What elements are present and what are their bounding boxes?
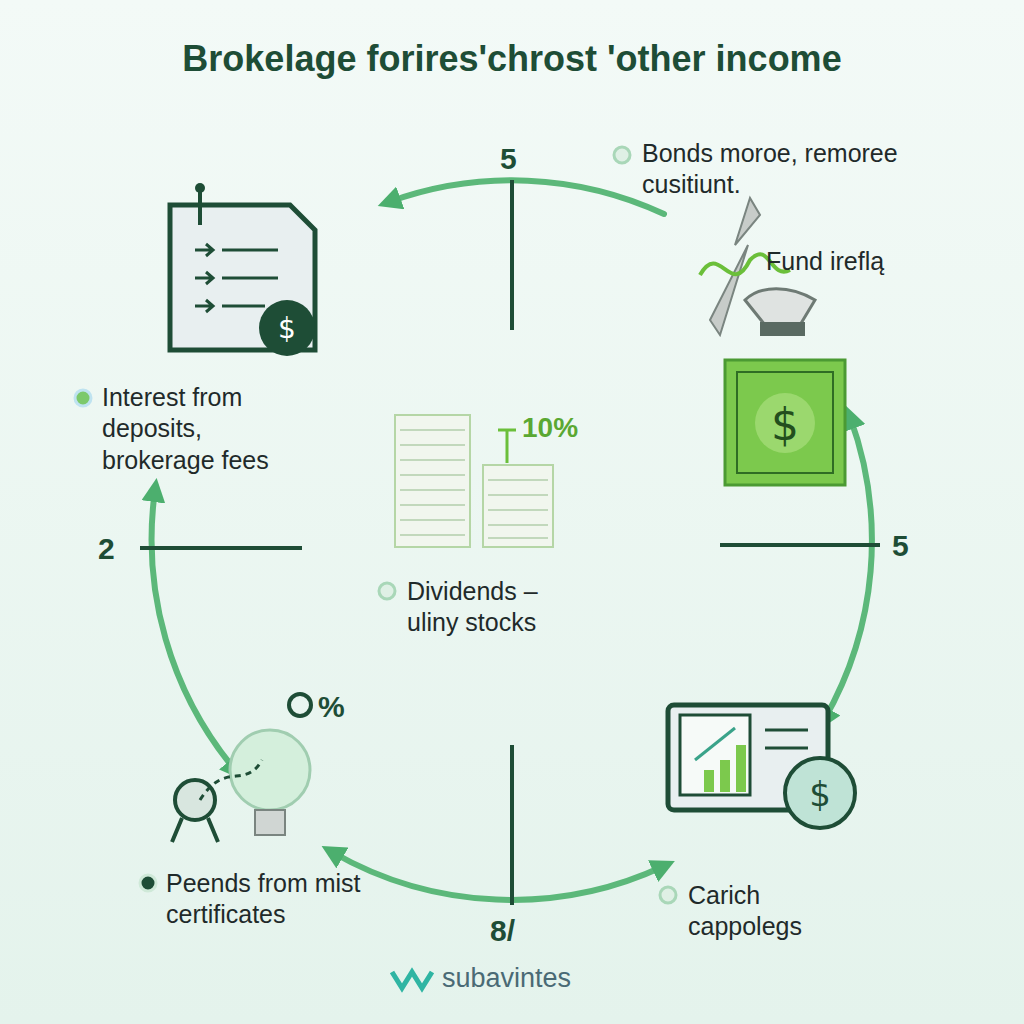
item-label: Dividends –uliny stocks [407, 576, 577, 639]
bullets [75, 147, 676, 903]
item-label: Bonds moroe, remoree cusitiunt. [642, 138, 942, 201]
svg-text:$: $ [771, 399, 799, 450]
logo-mark [392, 972, 432, 988]
logo-text: subavintes [442, 962, 571, 996]
money-bag-icon: $ [700, 198, 845, 485]
callout-number: 2 [98, 530, 115, 568]
item-label: Carich cappolegs [688, 880, 848, 943]
title: Brokelage forires'chrost 'other income [12, 36, 1012, 81]
percent-label: 10% [522, 410, 578, 445]
item-label: Interest from deposits, brokerage fees [102, 382, 312, 476]
svg-text:$: $ [809, 774, 831, 814]
chart-card-icon: $ [668, 705, 855, 828]
callout-number: 8/ [490, 912, 515, 950]
item-label: Fund ireflą [766, 246, 884, 277]
callout-number: 5 [892, 527, 909, 565]
axis-lines [140, 180, 880, 905]
bulb-target-icon [172, 694, 311, 842]
item-label: Peends from mist certificates [166, 868, 396, 931]
callout-number: 5 [500, 140, 517, 178]
percent-label: % [318, 688, 345, 726]
svg-text:$: $ [278, 312, 296, 345]
document-icon: $ [170, 183, 315, 356]
